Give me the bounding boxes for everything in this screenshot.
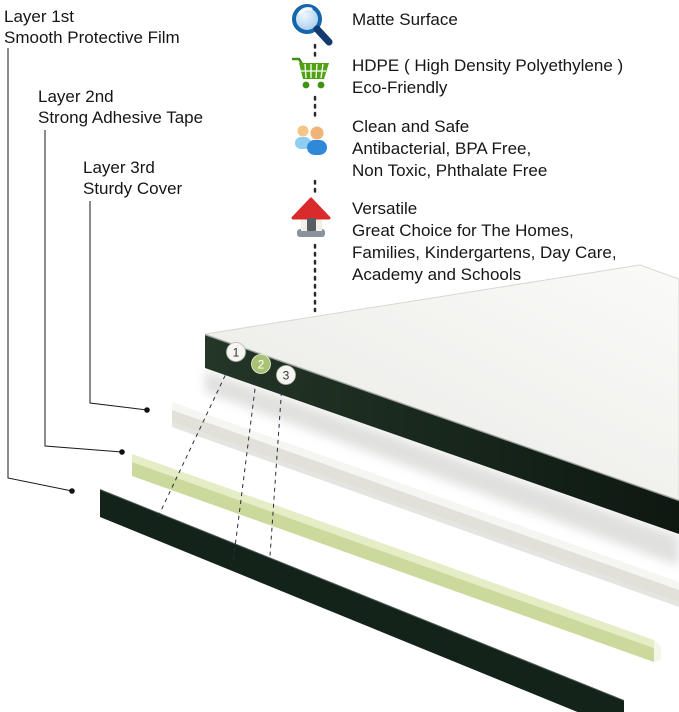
magnifier-handle	[313, 25, 333, 46]
layer-3-title: Layer 3rd	[83, 158, 155, 177]
feature-versatile-line-3: Families, Kindergartens, Day Care,	[352, 243, 617, 262]
layer-1-title: Layer 1st	[4, 7, 74, 26]
board	[204, 264, 679, 566]
exploded-layers	[99, 402, 679, 712]
icon-column	[291, 4, 333, 313]
layer-1-leader	[7, 48, 73, 492]
cover-strip-body	[100, 489, 624, 712]
marker-3: 3	[276, 365, 296, 385]
feature-hdpe: HDPE ( High Density Polyethylene ) Eco-F…	[352, 55, 623, 99]
layer-2-leader	[44, 130, 123, 453]
layer-3-leader	[89, 201, 148, 411]
layer-2-label: Layer 2nd Strong Adhesive Tape	[38, 86, 203, 128]
label-leader-lines	[7, 48, 150, 494]
layer-2-leader-dot	[119, 449, 125, 455]
marker-2-number: 2	[258, 358, 265, 372]
layer-3-label: Layer 3rd Sturdy Cover	[83, 157, 182, 199]
film-strip-top	[172, 402, 679, 590]
feature-clean-safe: Clean and Safe Antibacterial, BPA Free, …	[352, 116, 547, 182]
feature-hdpe-line-1: HDPE ( High Density Polyethylene )	[352, 56, 624, 75]
layer-2-title: Layer 2nd	[38, 87, 114, 106]
feature-clean-line-2: Antibacterial, BPA Free,	[352, 139, 532, 158]
house-roof	[291, 197, 331, 220]
film-strip-front	[172, 410, 679, 602]
cart-wheel-right	[317, 81, 325, 89]
board-edge-highlight	[204, 333, 679, 502]
person-front-body	[307, 140, 327, 155]
layer-3-leader-dot	[144, 407, 150, 413]
feature-clean-line-1: Clean and Safe	[352, 117, 470, 136]
feature-hdpe-line-2: Eco-Friendly	[352, 78, 448, 97]
adhesive-strip-endcap	[654, 640, 661, 662]
house-icon	[291, 197, 331, 237]
board-shadow	[205, 370, 679, 566]
cover-strip-highlight	[99, 489, 625, 701]
person-front-head	[310, 126, 324, 140]
layer-1-desc: Smooth Protective Film	[4, 28, 180, 47]
layer-markers: 1 2 3	[226, 342, 296, 385]
layer-1-label: Layer 1st Smooth Protective Film	[4, 6, 180, 48]
cart-handle	[291, 57, 304, 66]
marker-1-number: 1	[233, 346, 240, 360]
marker-2: 2	[251, 354, 271, 374]
cart-icon	[291, 57, 329, 89]
feature-versatile-line-4: Academy and Schools	[352, 265, 522, 284]
board-front-edge	[205, 334, 679, 534]
adhesive-strip-front	[132, 462, 654, 662]
layer-3-desc: Sturdy Cover	[83, 179, 183, 198]
marker-3-number: 3	[283, 369, 290, 383]
marker-3-circle	[276, 365, 296, 385]
layer-1-leader-dot	[69, 488, 75, 494]
feature-versatile-line-2: Great Choice for The Homes,	[352, 221, 574, 240]
film-strip-underline	[172, 422, 679, 607]
feature-matte-line-1: Matte Surface	[352, 10, 458, 29]
cover-strip	[99, 489, 625, 712]
house-door	[307, 218, 316, 231]
magnifier-glare	[298, 7, 313, 15]
film-strip	[172, 402, 679, 607]
feature-matte-surface: Matte Surface	[352, 9, 458, 31]
cart-wheel-left	[302, 81, 310, 89]
feature-versatile: Versatile Great Choice for The Homes, Fa…	[352, 198, 617, 286]
adhesive-strip	[132, 454, 661, 662]
person-back-body	[295, 137, 311, 149]
marker-1-circle	[226, 342, 246, 362]
cart-basket-grid	[301, 63, 326, 79]
feature-clean-line-3: Non Toxic, Phthalate Free	[352, 161, 548, 180]
person-back-head	[297, 125, 309, 137]
people-icon	[295, 125, 327, 155]
feature-versatile-line-1: Versatile	[352, 199, 418, 218]
magnifier-icon	[292, 4, 333, 46]
adhesive-strip-top	[132, 454, 654, 648]
marker-1: 1	[226, 342, 246, 362]
marker-2-circle	[251, 354, 271, 374]
layer-2-desc: Strong Adhesive Tape	[38, 108, 204, 127]
